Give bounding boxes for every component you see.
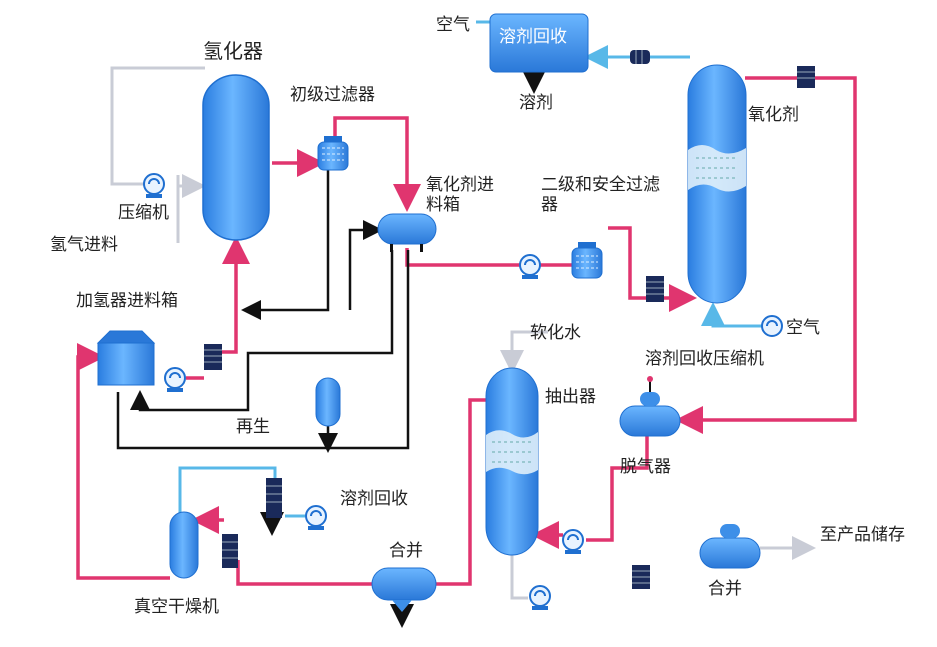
label-regeneration: 再生 — [236, 417, 270, 437]
solvent-recovery-pump — [305, 505, 327, 530]
label-compressor: 压缩机 — [118, 203, 169, 223]
extractor-feed-pump — [562, 529, 584, 554]
heat-exchanger-6 — [222, 534, 238, 568]
secondary-filter — [571, 242, 603, 279]
degasser-vessel — [619, 376, 681, 437]
label-oxidizer: 氧化剂 — [748, 105, 799, 125]
pipes-main — [76, 76, 857, 586]
label-secondary-filter-2: 器 — [541, 195, 558, 215]
label-h2-feed: 氢气进料 — [50, 235, 118, 255]
oxidizer-column — [687, 64, 747, 304]
hydrogenator-vessel — [202, 74, 270, 241]
oxidizer-feed-tank — [377, 213, 437, 252]
solvent-recovery-box — [489, 13, 589, 73]
label-solvent-recovery-mid: 溶剂回收 — [340, 489, 408, 509]
label-degasser: 脱气器 — [620, 457, 671, 477]
feed-pump — [164, 367, 186, 392]
label-air-top: 空气 — [436, 15, 470, 35]
heat-exchanger-4 — [630, 50, 650, 64]
air-blower — [761, 315, 783, 337]
product-pump — [529, 585, 551, 610]
oxidizer-feed-pump — [519, 254, 541, 279]
primary-filter — [317, 136, 349, 171]
label-soft-water: 软化水 — [530, 323, 581, 343]
hydrogenator-feed-tank — [96, 330, 156, 386]
label-extractor: 抽出器 — [545, 387, 596, 407]
heat-exchanger-3 — [797, 66, 815, 88]
label-to-product-storage: 至产品储存 — [820, 525, 905, 545]
label-primary-filter: 初级过滤器 — [290, 85, 375, 105]
pipes-gray — [110, 66, 816, 600]
merge-tank-right — [699, 524, 761, 569]
heat-exchanger-5 — [632, 565, 650, 589]
compressor-pump — [143, 173, 165, 198]
label-secondary-filter-1: 二级和安全过滤 — [541, 175, 660, 195]
label-solvent-out: 溶剂 — [519, 93, 553, 113]
heat-exchanger-7 — [266, 478, 282, 518]
label-vacuum-dryer: 真空干燥机 — [134, 597, 219, 617]
heat-exchanger-1 — [204, 344, 222, 370]
label-air-right: 空气 — [786, 318, 820, 338]
vacuum-dryer-vessel — [169, 511, 199, 579]
heat-exchanger-2 — [646, 276, 664, 302]
pipes-light — [178, 20, 762, 628]
extractor-column — [485, 367, 539, 556]
label-merge-right: 合并 — [708, 579, 742, 599]
label-solvent-recovery-top: 溶剂回收 — [499, 27, 567, 47]
label-oxidizer-feed-tank-1: 氧化剂进 — [426, 175, 494, 195]
pipes-black — [116, 168, 410, 453]
merge-tank-left — [371, 567, 437, 612]
label-merge-left: 合并 — [389, 541, 423, 561]
label-hydrogenator-feed-tank: 加氢器进料箱 — [76, 291, 178, 311]
label-hydrogenator: 氢化器 — [203, 39, 263, 63]
regeneration-vessel — [315, 377, 341, 427]
label-solvent-recovery-compressor: 溶剂回收压缩机 — [645, 349, 764, 369]
label-oxidizer-feed-tank-2: 料箱 — [426, 195, 460, 215]
